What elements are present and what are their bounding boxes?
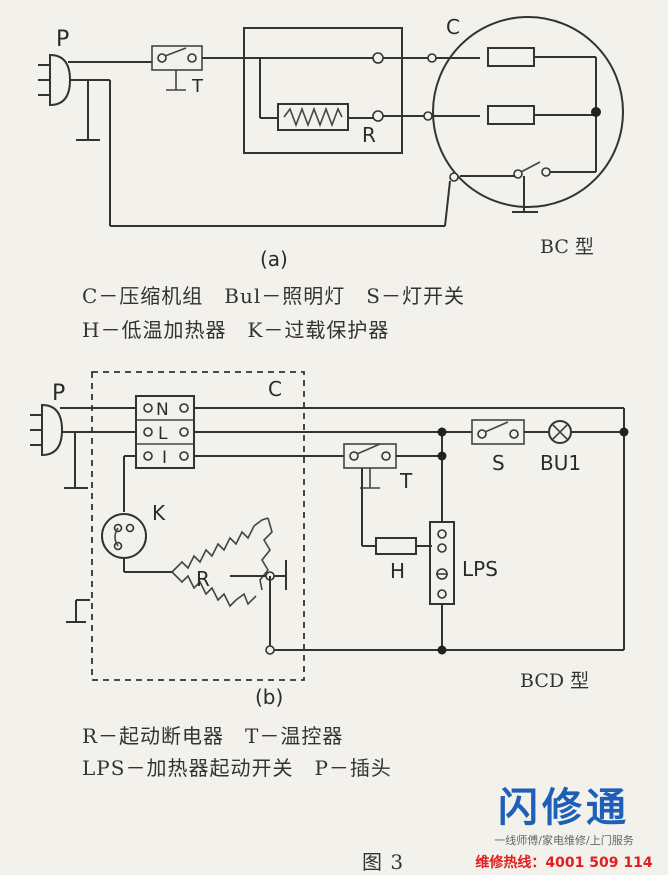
starter-a-label: R — [362, 123, 376, 147]
lps-switch — [429, 521, 455, 605]
starter-winding-r — [171, 517, 273, 608]
figure-caption: 图 3 — [362, 850, 405, 874]
overload-b-label: K — [152, 501, 166, 525]
light-switch-b — [471, 419, 525, 445]
plug-a-label: P — [56, 27, 69, 52]
term-l-label: L — [158, 424, 168, 444]
diagram-a-sublabel: (a) — [260, 247, 288, 271]
term-n-label: N — [156, 400, 169, 420]
diagram-b-type-label: BCD 型 — [520, 670, 590, 692]
thermostat-a-label: T — [191, 76, 204, 97]
diagram-b: P C N L I — [30, 371, 629, 681]
plug-b-icon — [30, 403, 88, 489]
diagram-b-legend-line-2: LPS－加热器起动开关 P－插头 — [82, 756, 392, 780]
compressor-circle-a — [432, 16, 624, 208]
starter-b-label: R — [196, 567, 210, 591]
diagram-b-sublabel: (b) — [255, 685, 283, 709]
diagram-a: P T R C — [38, 15, 624, 227]
switch-b-label: S — [492, 451, 505, 475]
lamp-b-label: BU1 — [540, 451, 581, 475]
watermark-logo: 闪修通 一线师傅/家电维修/上门服务 维修热线：4001 509 114 — [474, 786, 654, 872]
watermark-tagline: 一线师傅/家电维修/上门服务 — [494, 834, 634, 847]
watermark-hotline: 维修热线：4001 509 114 — [475, 855, 653, 871]
diagram-a-type-label: BC 型 — [540, 236, 594, 258]
lamp-bu1-icon — [548, 420, 572, 444]
heater-b-label: H — [390, 559, 405, 583]
heater-h — [375, 537, 417, 555]
diagram-b-legend-line-1: R－起动断电器 T－温控器 — [82, 724, 344, 748]
compressor-a-label: C — [446, 15, 460, 39]
box-b-label: C — [268, 377, 282, 401]
diagram-a-legend-line-1: C－压缩机组 Bul－照明灯 S－灯开关 — [82, 284, 465, 308]
overload-k-icon — [101, 513, 147, 559]
plug-a-icon — [38, 53, 100, 141]
thermostat-b-label: T — [399, 469, 413, 493]
starter-resistor-a — [277, 103, 349, 131]
compressor-box-b — [91, 371, 305, 681]
diagram-a-legend-line-2: H－低温加热器 K－过载保护器 — [82, 318, 390, 342]
thermostat-b — [343, 443, 397, 489]
starter-box-a — [243, 27, 403, 154]
lps-b-label: LPS — [462, 557, 498, 581]
plug-b-label: P — [52, 381, 65, 406]
watermark-brand: 闪修通 — [498, 785, 630, 831]
term-i-label: I — [162, 448, 167, 468]
